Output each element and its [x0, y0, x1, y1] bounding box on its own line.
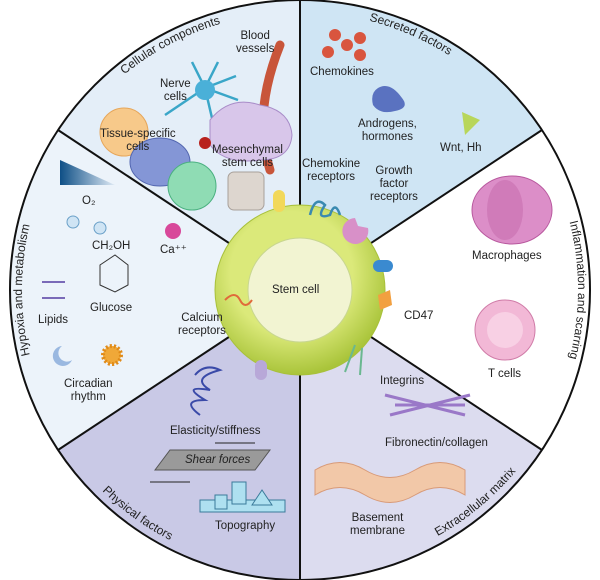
label-cd47: CD47 — [404, 310, 434, 322]
receptor-yellow-icon — [273, 190, 285, 212]
chemokine-receptor-icon — [308, 200, 342, 218]
androgen-icon — [372, 85, 405, 113]
chemokines-icon — [322, 29, 366, 61]
nerve-cell-icon — [164, 61, 239, 119]
integrin-icon — [344, 344, 363, 376]
sector-secreted — [300, 0, 542, 290]
basement-membrane-icon — [314, 462, 466, 503]
epithelial-cell-icon — [227, 171, 265, 211]
calcium-ion-icon — [165, 223, 181, 239]
growth-factor-receptor-icon — [342, 218, 369, 244]
outer-ring — [9, 0, 591, 580]
stem-cell-nucleus — [247, 237, 353, 343]
lipid-bilayer-icon — [42, 281, 65, 299]
label-stem-cell: Stem cell — [272, 284, 320, 296]
label-ca: Ca⁺⁺ — [160, 244, 187, 256]
label-o2: O₂ — [82, 195, 96, 207]
label-integrins: Integrins — [380, 375, 425, 387]
label-macrophages: Macrophages — [472, 250, 542, 262]
label-glucose: Glucose — [90, 302, 133, 314]
tissue-specific-cell-icon — [99, 107, 149, 157]
blood-vessel-tip-icon — [199, 137, 211, 149]
receptor-blue-icon — [373, 260, 393, 272]
t-cell-nucleus-icon — [487, 312, 523, 348]
mesenchymal-stem-cell-icon — [209, 101, 293, 162]
label-elasticity: Elasticity/stiffness — [170, 425, 261, 437]
calcium-receptor-icon — [224, 294, 253, 306]
cd47-icon — [378, 290, 392, 310]
label-ch2oh: CH₂OH — [92, 240, 131, 252]
label-androgens: Androgens,hormones — [358, 118, 417, 143]
green-cell-icon — [167, 161, 217, 211]
sector-hypoxia — [9, 130, 301, 450]
label-fibronectin: Fibronectin/collagen — [385, 437, 488, 449]
label-chemokines: Chemokines — [310, 66, 374, 78]
oxygen-molecule-icon — [66, 215, 107, 235]
wnt-triangle-icon — [462, 112, 480, 135]
label-lipids: Lipids — [38, 314, 69, 326]
glucose-ring-icon — [99, 254, 129, 293]
shear-plane-icon — [154, 449, 271, 471]
receptor-lavender-icon — [255, 360, 267, 380]
oxygen-gradient-icon — [60, 160, 115, 185]
label-t-cells: T cells — [488, 368, 522, 380]
moon-icon — [52, 346, 72, 366]
topography-icon — [199, 481, 286, 513]
sun-icon — [101, 344, 123, 366]
spring-icon — [190, 366, 223, 416]
fibronectin-collagen-icon — [384, 393, 471, 417]
label-wnt: Wnt, Hh — [440, 142, 482, 154]
label-shear-forces: Shear forces — [185, 454, 251, 466]
label-topography: Topography — [215, 520, 276, 532]
macrophage-nucleus-icon — [487, 180, 523, 240]
